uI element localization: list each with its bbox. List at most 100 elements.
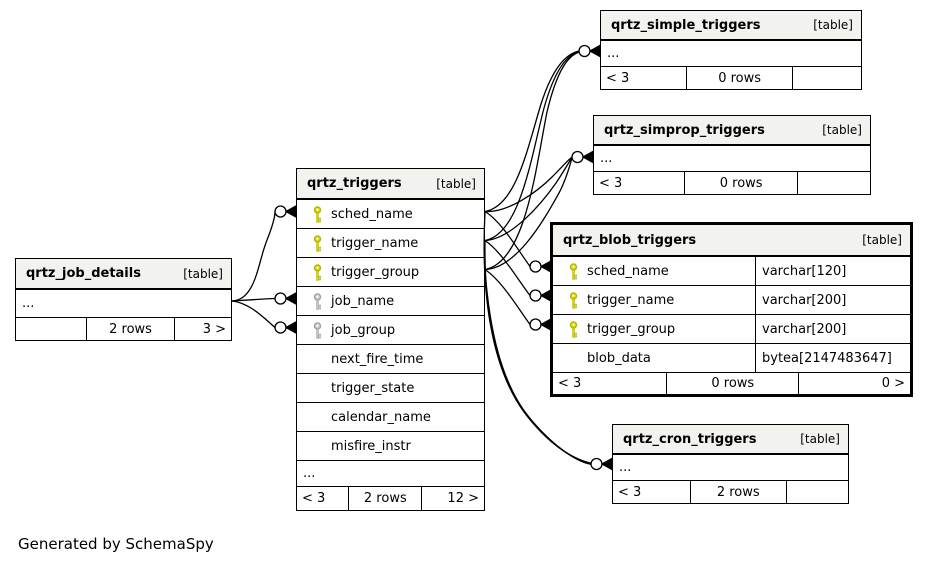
fk-endpoint-blob-trigger_group [529, 317, 552, 332]
collapsed-columns-row: ... [613, 455, 848, 481]
table-header[interactable]: qrtz_cron_triggers [table] [613, 425, 848, 455]
column-row-sched_name: sched_name varchar[120] [553, 257, 910, 286]
column-row-next_fire_time: next_fire_time [297, 345, 484, 374]
column-row-sched_name: sched_name [297, 200, 484, 229]
column-row-trigger_group: trigger_group [297, 258, 484, 287]
generator-note: Generated by SchemaSpy [18, 535, 214, 553]
column-name: trigger_state [331, 380, 415, 396]
column-name: job_group [331, 322, 396, 338]
column-name: trigger_name [331, 235, 419, 251]
connector-triggers-blob-name [484, 239, 531, 296]
column-row-trigger_state: trigger_state [297, 374, 484, 403]
table-header[interactable]: qrtz_simprop_triggers [table] [594, 116, 870, 146]
table-name: qrtz_simprop_triggers [604, 122, 765, 138]
table-type-badge: [table] [862, 233, 902, 247]
connector-jobdetails-triggers-jobgroup [231, 300, 276, 328]
table-qrtz_simprop_triggers[interactable]: qrtz_simprop_triggers [table] ... < 3 0 … [593, 115, 871, 195]
table-footer: 2 rows 3 > [16, 318, 231, 340]
connector-triggers-simple-2 [484, 50, 580, 242]
collapsed-columns-row: ... [594, 146, 870, 172]
table-name: qrtz_triggers [307, 176, 402, 191]
table-name: qrtz_simple_triggers [611, 17, 761, 33]
table-type-badge: [table] [800, 432, 840, 446]
related-tables-right[interactable]: 12 > [447, 491, 479, 506]
related-tables-right[interactable] [793, 67, 861, 89]
fk-endpoint-blob-sched_name [529, 259, 552, 274]
related-tables-left[interactable]: < 3 [553, 373, 668, 394]
row-count: 0 rows [667, 373, 800, 394]
connector-triggers-simprop-1 [484, 156, 573, 213]
related-tables-left[interactable]: < 3 [613, 481, 691, 503]
column-row-misfire_instr: misfire_instr [297, 432, 484, 461]
column-name: sched_name [331, 206, 413, 222]
column-name: calendar_name [331, 409, 431, 425]
table-qrtz_job_details[interactable]: qrtz_job_details [table] ... 2 rows 3 > [15, 258, 232, 341]
column-type: varchar[200] [755, 315, 910, 343]
primary-key-icon [297, 205, 329, 223]
table-type-badge: [table] [813, 18, 853, 32]
related-tables-right[interactable]: 3 > [202, 321, 226, 337]
table-type-badge: [table] [822, 123, 862, 137]
table-footer: < 3 0 rows 0 > [553, 373, 910, 394]
foreign-key-icon [297, 321, 329, 339]
column-row-trigger_group: trigger_group varchar[200] [553, 315, 910, 344]
row-count: 2 rows [87, 318, 176, 340]
column-row-calendar_name: calendar_name [297, 403, 484, 432]
collapsed-columns-row: ... [601, 41, 861, 67]
column-name: job_name [331, 293, 395, 309]
column-row-job_name: job_name [297, 287, 484, 316]
fk-endpoint-simple_triggers [578, 44, 601, 58]
column-name: misfire_instr [331, 438, 411, 454]
connector-triggers-blob-group [484, 268, 531, 325]
fk-endpoint-triggers-job_group [274, 320, 297, 335]
table-name: qrtz_blob_triggers [563, 232, 697, 248]
table-header[interactable]: qrtz_blob_triggers [table] [553, 225, 910, 257]
column-row-trigger_name: trigger_name varchar[200] [553, 286, 910, 315]
column-name: trigger_name [587, 292, 675, 308]
table-header[interactable]: qrtz_simple_triggers [table] [601, 11, 861, 41]
primary-key-icon [297, 234, 329, 252]
connector-jobdetails-triggers-jobname [231, 297, 276, 302]
column-name: blob_data [587, 350, 651, 366]
fk-endpoint-blob-trigger_name [529, 288, 552, 303]
fk-endpoint-triggers-sched_name [274, 204, 297, 219]
collapsed-columns-row: ... [297, 461, 484, 487]
connector-triggers-blob-sched [484, 210, 531, 267]
row-count: 0 rows [687, 67, 794, 89]
column-type: bytea[2147483647] [755, 344, 910, 372]
related-tables-left[interactable]: < 3 [601, 67, 687, 89]
collapsed-columns-row: ... [16, 290, 231, 318]
column-row-trigger_name: trigger_name [297, 229, 484, 258]
connector-jobdetails-triggers-sched [231, 211, 276, 302]
table-header[interactable]: qrtz_job_details [table] [16, 259, 231, 290]
related-tables-left[interactable]: < 3 [297, 487, 350, 510]
primary-key-icon [553, 291, 585, 309]
table-qrtz_triggers[interactable]: qrtz_triggers [table] sched_name trigger… [296, 168, 485, 511]
column-row-job_group: job_group [297, 316, 484, 345]
fk-endpoint-cron_triggers [590, 457, 613, 471]
column-type: varchar[120] [755, 257, 910, 285]
table-footer: < 3 2 rows [613, 481, 848, 503]
related-tables-right[interactable] [798, 172, 870, 194]
column-name: sched_name [587, 263, 669, 279]
table-qrtz_simple_triggers[interactable]: qrtz_simple_triggers [table] ... < 3 0 r… [600, 10, 862, 90]
table-type-badge: [table] [183, 266, 223, 281]
primary-key-icon [553, 262, 585, 280]
row-count: 0 rows [685, 172, 799, 194]
related-tables-right[interactable]: 0 > [881, 376, 905, 391]
related-tables-left[interactable]: < 3 [594, 172, 686, 194]
column-name: trigger_group [587, 321, 676, 337]
table-header[interactable]: qrtz_triggers [table] [297, 169, 484, 200]
fk-endpoint-triggers-job_name [274, 291, 297, 306]
column-type: varchar[200] [755, 286, 910, 314]
column-name: next_fire_time [331, 351, 424, 367]
column-row-blob_data: blob_data bytea[2147483647] [553, 344, 910, 373]
table-qrtz_blob_triggers[interactable]: qrtz_blob_triggers [table] sched_name va… [550, 222, 913, 397]
related-tables-left[interactable] [16, 318, 87, 340]
table-qrtz_cron_triggers[interactable]: qrtz_cron_triggers [table] ... < 3 2 row… [612, 424, 849, 504]
row-count: 2 rows [349, 487, 423, 510]
primary-key-icon [553, 320, 585, 338]
fk-endpoint-simprop_triggers [571, 150, 594, 164]
connector-triggers-simple-1 [484, 50, 580, 213]
related-tables-right[interactable] [787, 481, 848, 503]
